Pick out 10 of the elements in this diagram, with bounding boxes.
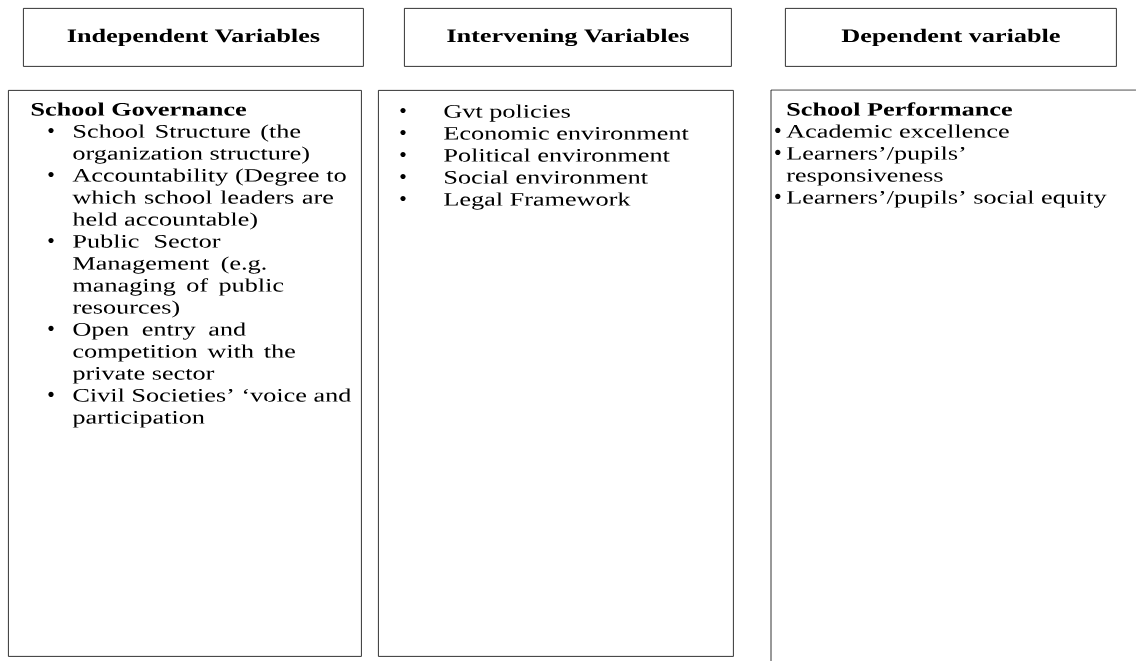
node-label: Academic excellence xyxy=(786,124,1009,138)
node-label: School Performance xyxy=(787,102,1012,116)
list-box: Gvt policies Economic environment Political environment Social environment Legal Framework xyxy=(378,90,734,657)
header-box: Intervening Variables xyxy=(404,8,732,67)
header-box: Independent Variables xyxy=(23,8,364,67)
node-label: Learners’/pupils’ responsiveness xyxy=(786,146,965,186)
list-box: School Governance School Structure (the organization structure) Accountability (Degree to which school leaders are held accountable) Public Sector Management (e.g. managing of public resources) Open entry and competition with the private sector Civil Societies’ ‘voice and participation xyxy=(8,90,362,657)
node-label: Learners’/pupils’ social equity xyxy=(786,190,1107,208)
header-box: Dependent variable xyxy=(785,8,1117,67)
list-box: School Performance Academic excellence Learners’/pupils’ responsiveness Learners’/pupils’ social equity xyxy=(770,89,1136,661)
